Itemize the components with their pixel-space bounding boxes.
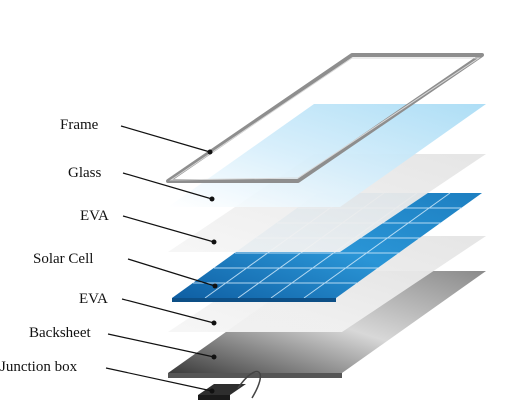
leader-solar-cell	[127, 258, 216, 287]
leader-dot-eva-top	[211, 239, 217, 245]
leader-junction-box	[105, 367, 213, 392]
label-solar-cell: Solar Cell	[33, 251, 93, 267]
label-backsheet: Backsheet	[29, 325, 91, 341]
leader-backsheet	[107, 333, 215, 358]
label-glass: Glass	[68, 165, 101, 181]
label-eva-top: EVA	[80, 208, 109, 224]
frame-layer	[166, 53, 484, 183]
leader-dot-frame	[207, 149, 213, 155]
leader-eva-top	[122, 215, 215, 243]
leader-eva-bottom	[121, 298, 215, 324]
label-junction-box: Junction box	[0, 359, 78, 375]
leader-frame	[120, 125, 211, 153]
label-eva-bottom: EVA	[79, 291, 108, 307]
leader-dot-glass	[209, 196, 215, 202]
leader-lines	[105, 125, 218, 394]
label-frame: Frame	[60, 117, 99, 133]
leader-glass	[122, 172, 213, 200]
leader-dot-eva-bottom	[211, 320, 217, 326]
leader-dot-backsheet	[211, 354, 217, 360]
leader-dot-solar-cell	[212, 283, 218, 289]
leader-dot-junction-box	[209, 388, 215, 394]
